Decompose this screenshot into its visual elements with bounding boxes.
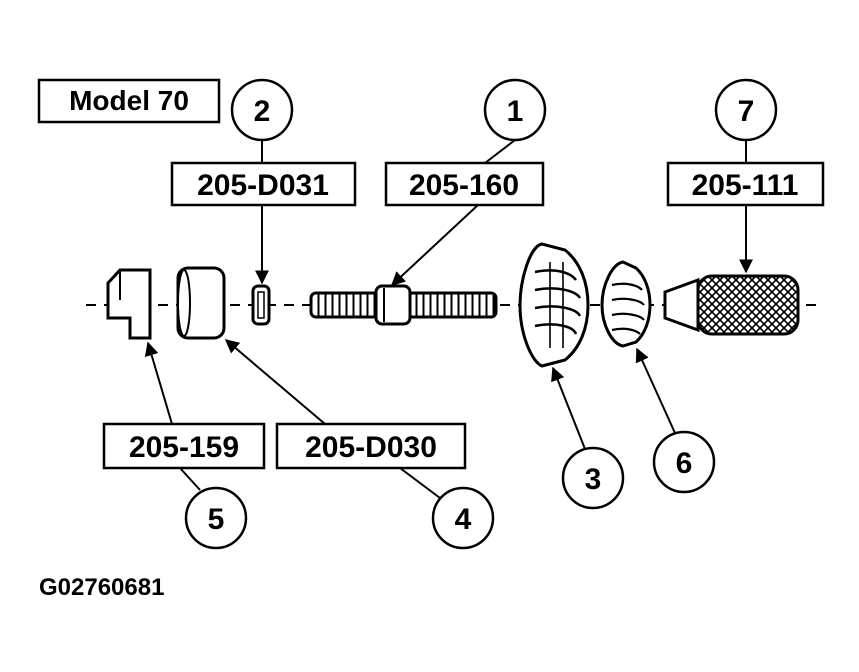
part-1-threaded-stud	[309, 284, 498, 326]
callout-4-number: 4	[455, 503, 472, 536]
callout-7-code: 205-111	[692, 169, 799, 202]
callout-1: 1 205-160	[384, 78, 547, 286]
callout-1-code: 205-160	[409, 169, 519, 202]
callout-1-number: 1	[507, 95, 524, 128]
figure-id: G02760681	[39, 574, 164, 601]
part-4-cylinder	[176, 266, 226, 340]
callout-5-code: 205-159	[129, 431, 239, 464]
callout-4-code: 205-D030	[305, 431, 437, 464]
part-3-cone	[518, 242, 590, 368]
callout-7-number: 7	[738, 95, 755, 128]
callout-5: 205-159 5	[102, 341, 266, 550]
callout-3-number: 3	[585, 463, 602, 496]
callout-7: 7 205-111	[666, 78, 825, 274]
callout-3: 3	[551, 366, 625, 510]
part-5-block	[106, 268, 152, 340]
callout-4: 205-D030 4	[224, 339, 495, 550]
model-label-frame	[37, 78, 221, 124]
callout-2: 2 205-D031	[170, 78, 357, 285]
callout-6-number: 6	[676, 447, 693, 480]
model-label: Model 70	[69, 85, 189, 116]
callout-2-number: 2	[254, 95, 271, 128]
callout-5-number: 5	[208, 503, 225, 536]
callout-6: 6	[635, 347, 716, 494]
part-2-ring	[251, 284, 271, 326]
model-label-box: Model 70	[37, 78, 221, 124]
callout-2-code: 205-D031	[197, 169, 329, 202]
part-7-knurled-nozzle	[663, 274, 800, 336]
part-6-small-cone	[600, 260, 652, 348]
